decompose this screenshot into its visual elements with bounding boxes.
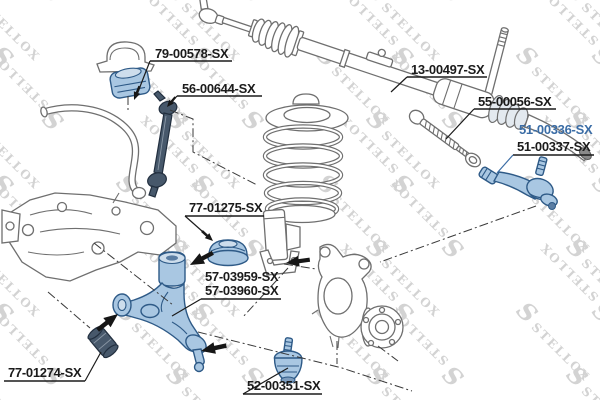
part-label-51-00336-active[interactable]: 51-00336-SX — [519, 122, 593, 137]
tie-rod-end-drawing — [478, 156, 558, 210]
svg-text:13-00497-SX: 13-00497-SX — [411, 62, 485, 77]
arrow-front-bushing-to-arm — [96, 314, 118, 332]
part-label-55-00056[interactable]: 55-00056-SX — [445, 94, 556, 140]
lock-nut-drawing — [464, 152, 482, 168]
inner-tie-rod-drawing — [408, 109, 470, 158]
control-arm-drawing — [112, 251, 207, 373]
arrow-ball-joint-to-arm — [201, 342, 227, 354]
arrow-bushing-to-arm — [190, 250, 214, 265]
svg-text:SSTELLOX: SSTELLOX — [378, 0, 469, 8]
part-label-77-01275[interactable]: 77-01275-SX — [184, 200, 264, 240]
wheel-hub-drawing — [360, 305, 404, 349]
arm-front-bushing-drawing — [87, 325, 119, 359]
svg-text:77-01274-SX: 77-01274-SX — [8, 365, 82, 380]
svg-text:55-00056-SX: 55-00056-SX — [478, 94, 552, 109]
svg-text:51-00336-SX: 51-00336-SX — [519, 122, 593, 137]
part-label-77-01274[interactable]: 77-01274-SX — [4, 351, 102, 382]
svg-text:77-01275-SX: 77-01275-SX — [189, 200, 263, 215]
svg-text:51-00337-SX: 51-00337-SX — [517, 139, 591, 154]
svg-text:SSTELLOX: SSTELLOX — [178, 0, 269, 8]
stabilizer-bar-drawing — [40, 104, 147, 200]
part-label-52-00351[interactable]: 52-00351-SX — [242, 367, 322, 395]
ball-joint-drawing — [273, 337, 303, 384]
subframe-drawing — [1, 192, 177, 282]
part-label-56-00644[interactable]: 56-00644-SX — [168, 81, 262, 106]
svg-text:57-03959-SX: 57-03959-SX — [205, 269, 279, 284]
svg-text:52-00351-SX: 52-00351-SX — [247, 378, 321, 393]
arm-rear-bushing-drawing — [207, 239, 249, 267]
steering-knuckle-drawing — [311, 243, 372, 349]
assembly-dash-lines — [47, 96, 537, 392]
svg-text:79-00578-SX: 79-00578-SX — [155, 46, 229, 61]
part-label-79-00578[interactable]: 79-00578-SX — [135, 46, 232, 98]
part-label-51-00337[interactable]: 51-00337-SX — [496, 139, 594, 174]
steering-rack-drawing — [198, 0, 592, 162]
rack-input-shaft — [484, 27, 509, 96]
stabilizer-link-drawing — [147, 90, 178, 198]
part-label-13-00497[interactable]: 13-00497-SX — [390, 62, 487, 93]
part-labels: 79-00578-SX 56-00644-SX 13-00497-SX 55-0… — [4, 46, 594, 395]
svg-text:57-03960-SX: 57-03960-SX — [205, 283, 279, 298]
svg-text:56-00644-SX: 56-00644-SX — [182, 81, 256, 96]
svg-text:SSTELLOX: SSTELLOX — [0, 0, 69, 8]
stabilizer-bushing-drawing — [109, 67, 151, 99]
svg-text:SSTELLOX: SSTELLOX — [378, 173, 469, 264]
stabilizer-bracket-drawing — [96, 41, 155, 73]
arrow-knuckle-to-strut — [286, 255, 311, 267]
strut-assembly-drawing — [259, 93, 349, 276]
part-label-57-03959[interactable]: 57-03959-SX 57-03960-SX — [171, 269, 281, 317]
